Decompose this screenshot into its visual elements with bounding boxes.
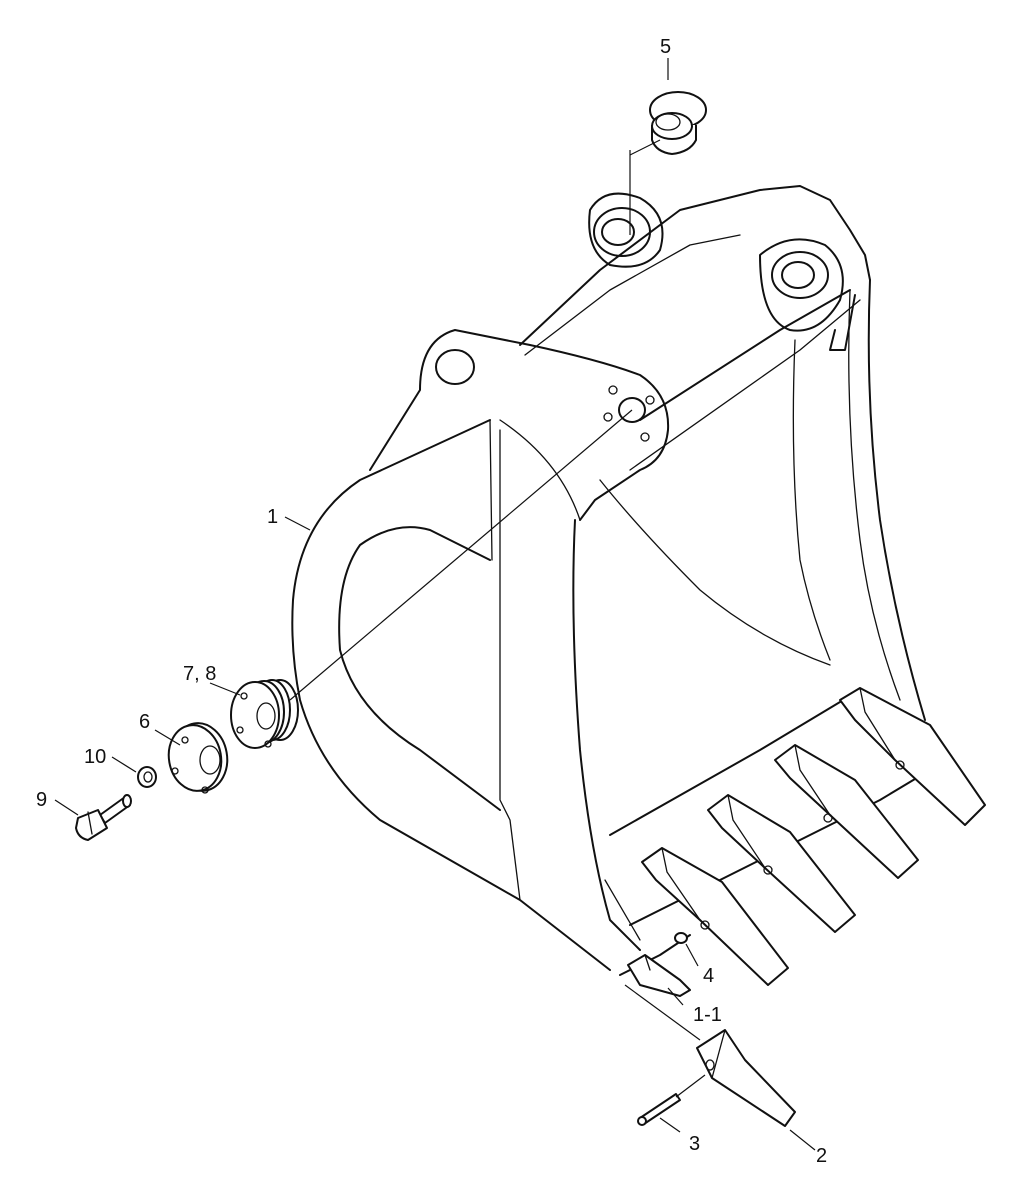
callout-9: 9 bbox=[36, 789, 47, 811]
seal-ring-part-7-8 bbox=[230, 679, 299, 749]
callout-3: 3 bbox=[689, 1133, 700, 1155]
callout-1-1: 1-1 bbox=[693, 1004, 722, 1026]
bucket-body bbox=[291, 185, 931, 976]
callout-10: 10 bbox=[84, 746, 106, 768]
lock-washer-part-4 bbox=[674, 932, 688, 944]
callout-2: 2 bbox=[816, 1145, 827, 1167]
shim-plate-part-6 bbox=[167, 722, 229, 794]
callout-5: 5 bbox=[660, 36, 671, 58]
pin-part-3 bbox=[637, 1093, 681, 1126]
bucket-teeth-row bbox=[627, 687, 986, 997]
callout-6: 6 bbox=[139, 711, 150, 733]
leader-lines bbox=[54, 58, 816, 1151]
bolt-part-9 bbox=[75, 794, 132, 841]
callout-7-8: 7, 8 bbox=[183, 663, 216, 685]
callout-labels: 5 1 7, 8 6 10 9 4 1-1 3 2 bbox=[36, 36, 827, 1167]
washer-part-10 bbox=[137, 766, 157, 788]
assembly-lines bbox=[289, 139, 706, 1098]
tooth-point-part-2 bbox=[696, 1029, 796, 1127]
callout-4: 4 bbox=[703, 965, 714, 987]
callout-1: 1 bbox=[267, 506, 278, 528]
bushing-part-5 bbox=[649, 91, 707, 155]
